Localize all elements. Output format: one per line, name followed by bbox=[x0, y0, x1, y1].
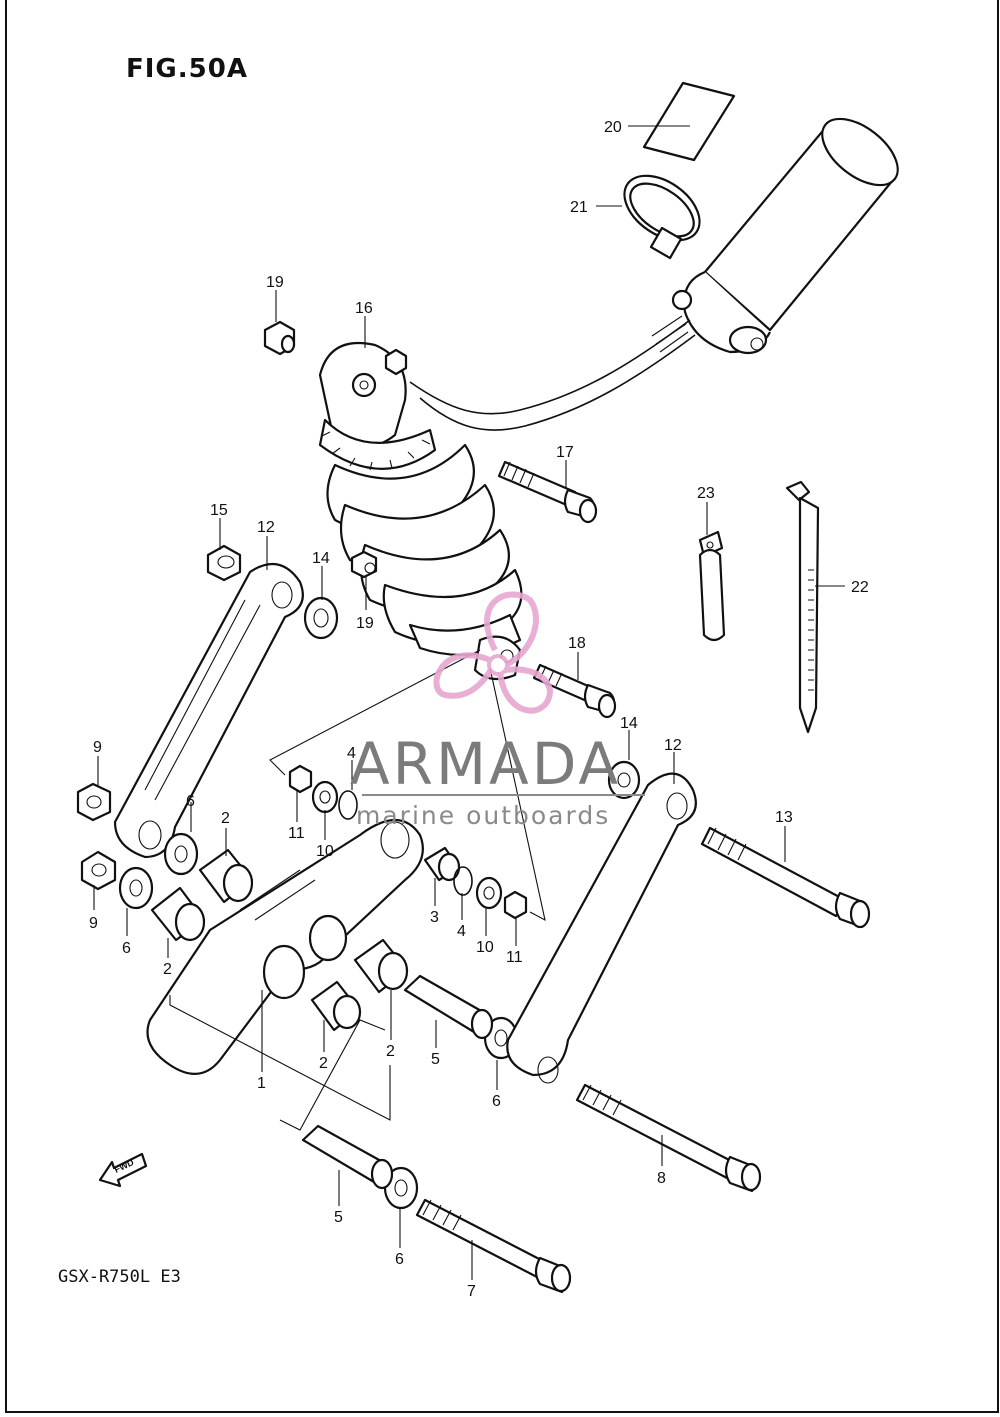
callout-16: 16 bbox=[355, 300, 373, 317]
armada-watermark: ARMADA marine outboards bbox=[350, 591, 645, 830]
rubber-band-part-20 bbox=[642, 81, 736, 162]
callout-2-upper: 2 bbox=[221, 810, 230, 827]
callout-17: 17 bbox=[556, 444, 574, 461]
callout-23: 23 bbox=[697, 485, 715, 502]
callout-labels: 20 21 19 16 17 23 22 15 12 14 19 18 9 6 … bbox=[89, 119, 869, 1300]
callout-21: 21 bbox=[570, 199, 588, 216]
bolt-part-8 bbox=[575, 1083, 762, 1193]
nut-part-9 bbox=[76, 782, 117, 891]
callout-2-middle: 2 bbox=[319, 1055, 328, 1072]
washer-part-14-right bbox=[607, 760, 641, 800]
callout-2-right: 2 bbox=[386, 1043, 395, 1060]
callout-2-left: 2 bbox=[163, 961, 172, 978]
callout-leader-lines bbox=[93, 125, 845, 1280]
callout-5-upper: 5 bbox=[431, 1051, 440, 1068]
callout-22: 22 bbox=[851, 579, 869, 596]
cushion-rod-right-part-12 bbox=[506, 772, 697, 1084]
nut-part-11 bbox=[288, 764, 528, 920]
callout-13: 13 bbox=[775, 809, 793, 826]
bolt-part-13 bbox=[700, 826, 871, 929]
callout-12-right: 12 bbox=[664, 737, 682, 754]
callout-12-left: 12 bbox=[257, 519, 275, 536]
needle-bearing-part-2 bbox=[150, 848, 409, 1032]
callout-9-upper: 9 bbox=[93, 739, 102, 756]
callout-20: 20 bbox=[604, 119, 622, 136]
callout-14-left: 14 bbox=[312, 550, 330, 567]
callout-14-right: 14 bbox=[620, 715, 638, 732]
reservoir-hose bbox=[409, 315, 696, 431]
callout-18: 18 bbox=[568, 635, 586, 652]
cushion-lever-part-1 bbox=[146, 819, 424, 1075]
callout-8: 8 bbox=[657, 1170, 666, 1187]
propeller-logo-icon bbox=[433, 591, 554, 714]
shock-absorber-part-16 bbox=[318, 341, 523, 681]
nut-part-15 bbox=[206, 544, 242, 582]
washer-part-14-left bbox=[303, 596, 339, 640]
washer-part-6 bbox=[118, 832, 519, 1210]
bolt-part-7 bbox=[415, 1198, 572, 1294]
callout-6-lower: 6 bbox=[122, 940, 131, 957]
forward-direction-arrow-icon: FWD bbox=[98, 1152, 148, 1188]
figure-title: FIG.50A bbox=[126, 54, 248, 84]
callout-19-lower: 19 bbox=[356, 615, 374, 632]
clamp-part-21 bbox=[623, 174, 701, 260]
cushion-rod-left-part-12 bbox=[113, 562, 304, 859]
callout-1: 1 bbox=[257, 1075, 266, 1092]
callout-10-right: 10 bbox=[476, 939, 494, 956]
spacer-part-5 bbox=[301, 974, 494, 1190]
callout-6-right: 6 bbox=[492, 1093, 501, 1110]
callout-10-left: 10 bbox=[316, 843, 334, 860]
page-border bbox=[5, 0, 999, 1413]
watermark-tagline: marine outboards bbox=[356, 801, 610, 830]
callout-9-lower: 9 bbox=[89, 915, 98, 932]
callout-11-left: 11 bbox=[288, 825, 305, 842]
bolt-part-18 bbox=[532, 663, 617, 719]
assembly-guide-lines bbox=[169, 649, 546, 1131]
watermark-name: ARMADA bbox=[350, 730, 621, 798]
nut-part-19 bbox=[263, 320, 408, 579]
callout-11-right: 11 bbox=[506, 949, 523, 966]
callout-6-bottom: 6 bbox=[395, 1251, 404, 1268]
callout-4-right: 4 bbox=[457, 923, 466, 940]
circlip-part-4 bbox=[338, 790, 473, 896]
model-code: GSX-R750L E3 bbox=[58, 1267, 181, 1287]
callout-7: 7 bbox=[467, 1283, 476, 1300]
washer-part-10 bbox=[311, 780, 503, 910]
callout-3: 3 bbox=[430, 909, 439, 926]
clip-part-23 bbox=[698, 530, 726, 642]
callout-4-left: 4 bbox=[347, 745, 356, 762]
reservoir-tank bbox=[671, 117, 899, 355]
callout-5-lower: 5 bbox=[334, 1209, 343, 1226]
callout-19: 19 bbox=[266, 274, 284, 291]
tie-strap-part-22 bbox=[785, 480, 820, 734]
callout-6-upper: 6 bbox=[186, 793, 195, 810]
bolt-part-17 bbox=[497, 460, 598, 524]
spacer-part-3 bbox=[423, 846, 461, 882]
callout-15: 15 bbox=[210, 502, 228, 519]
